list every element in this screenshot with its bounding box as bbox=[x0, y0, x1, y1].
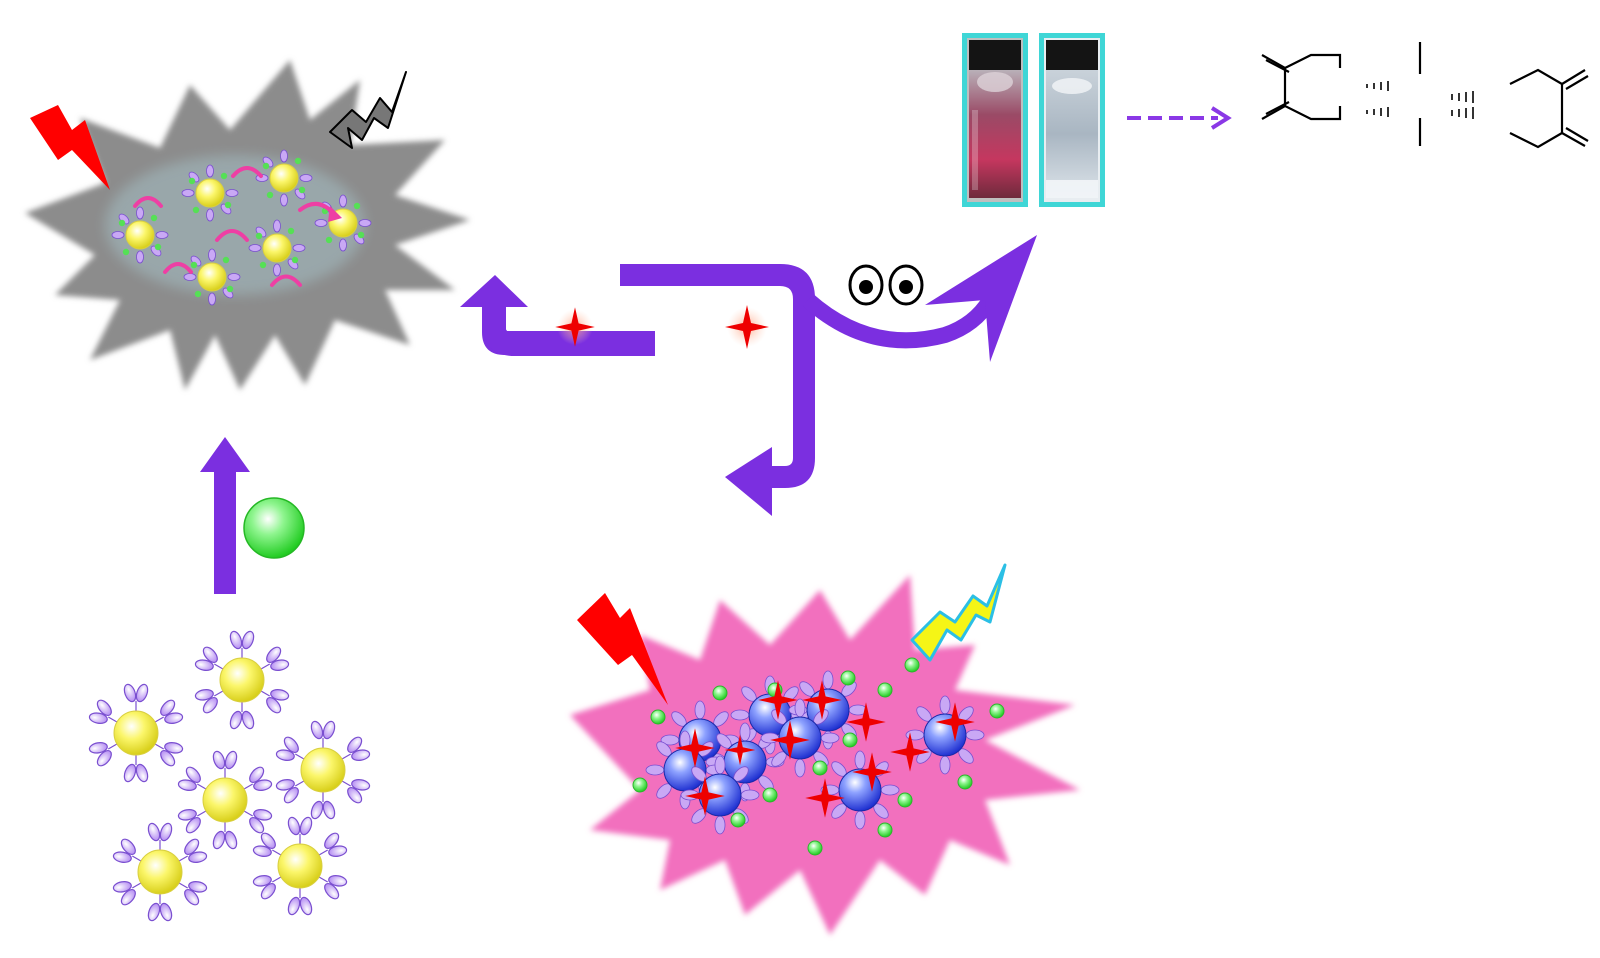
chemical-structure bbox=[1261, 42, 1589, 149]
arrow-left-to-aggregate bbox=[460, 275, 655, 356]
arrow-up-to-aggregate bbox=[200, 437, 250, 594]
vial-photo-clear bbox=[1039, 33, 1105, 207]
energy-transfer-arcs bbox=[133, 166, 342, 287]
vial-photo-pink bbox=[962, 33, 1028, 207]
ion-induced-aggregate-fluorescent bbox=[570, 575, 1080, 935]
arrow-curve-to-vials bbox=[802, 235, 1037, 362]
red-lightning-icon bbox=[577, 593, 668, 705]
eyes-icon bbox=[848, 264, 924, 306]
red-sparkle-icon bbox=[555, 307, 595, 347]
red-sparkle-icon bbox=[725, 305, 769, 349]
dashed-arrow bbox=[1127, 106, 1232, 130]
aggregated-quenched-state bbox=[25, 60, 470, 390]
green-ion-sphere-icon bbox=[243, 497, 305, 559]
arrow-down-to-fluorescent bbox=[620, 264, 815, 516]
red-lightning-icon bbox=[30, 105, 110, 190]
yellow-lightning-icon bbox=[910, 563, 1007, 662]
gray-lightning-icon bbox=[329, 71, 407, 149]
free-nanoparticle-cluster bbox=[85, 629, 374, 923]
